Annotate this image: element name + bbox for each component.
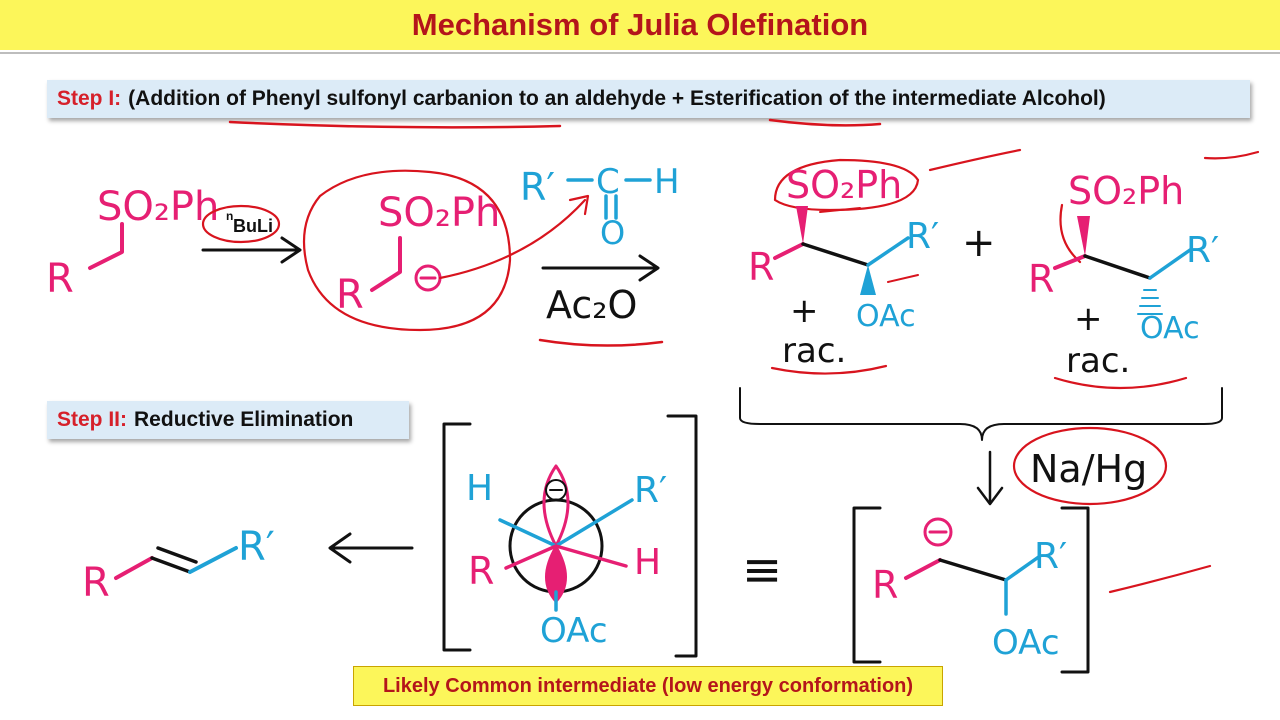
check-mark xyxy=(1108,564,1212,594)
acetate-product-1: SO₂Ph R R′ OAc + rac. xyxy=(748,148,1022,375)
carbanion-intermediate: R SO₂Ph xyxy=(302,169,590,332)
buli-label: BuLi xyxy=(233,216,273,236)
buli-reagent: n BuLi xyxy=(201,204,281,244)
step-2-banner: Step II: Reductive Elimination xyxy=(47,401,409,439)
r-group-label: R xyxy=(468,549,494,593)
r-prime-label: R′ xyxy=(1034,536,1067,577)
acetate-label: OAc xyxy=(1140,311,1200,346)
step-1-banner: Step I: (Addition of Phenyl sulfonyl car… xyxy=(47,80,1250,118)
carbonyl-carbon-label: C xyxy=(596,162,620,202)
hydrogen-label: H xyxy=(466,468,493,509)
r-group-label: R xyxy=(748,245,774,289)
step-1-label: Step I: xyxy=(57,87,122,110)
alpha-acetoxy-carbanion: R R′ OAc xyxy=(852,506,1090,674)
na-hg-label: Na/Hg xyxy=(1030,447,1147,491)
ac2o-step: Ac₂O xyxy=(538,254,664,347)
buli-superscript: n xyxy=(226,209,233,223)
r-group-label: R xyxy=(872,563,898,607)
acetate-label: OAc xyxy=(856,299,916,334)
intermediate-note: Likely Common intermediate (low energy c… xyxy=(353,666,943,706)
r-group-label: R xyxy=(336,272,364,318)
sulfonyl-label: SO₂Ph xyxy=(378,190,500,236)
newman-projection: H R′ R H OAc xyxy=(442,414,698,658)
oxygen-label: O xyxy=(600,214,625,252)
r-group-label: R xyxy=(46,256,74,302)
r-prime-label: R′ xyxy=(238,524,275,570)
plus-sign: + xyxy=(962,220,996,266)
arrow-head xyxy=(328,532,352,564)
r-prime-label: R′ xyxy=(520,165,555,209)
underline-mark xyxy=(228,120,562,129)
aldehyde: R′ C H O xyxy=(520,162,680,252)
title-bar: Mechanism of Julia Olefination xyxy=(0,0,1280,50)
acetic-anhydride-label: Ac₂O xyxy=(546,283,637,327)
acetate-product-2: SO₂Ph R R′ OAc + rac. xyxy=(1028,150,1260,390)
page-title: Mechanism of Julia Olefination xyxy=(411,7,869,42)
arrow-head xyxy=(976,486,1004,506)
r-prime-label: R′ xyxy=(1186,230,1219,271)
acetate-label: OAc xyxy=(992,623,1060,663)
step-2-label: Step II: xyxy=(57,408,128,431)
sodium-amalgam-reagent: Na/Hg xyxy=(1012,426,1168,506)
arrow-head xyxy=(280,236,302,264)
equivalence-sign: ≡ xyxy=(742,542,782,598)
racemic-label: rac. xyxy=(1066,341,1130,381)
sulfonyl-label: SO₂Ph xyxy=(97,184,219,230)
hydrogen-label: H xyxy=(634,542,661,583)
hydrogen-label: H xyxy=(654,162,680,202)
reactant-sulfone: R SO₂Ph xyxy=(46,184,219,302)
step-1-description: (Addition of Phenyl sulfonyl carbanion t… xyxy=(128,87,1106,110)
sulfonyl-label: SO₂Ph xyxy=(786,163,902,207)
plus-sign: + xyxy=(1074,299,1103,339)
r-prime-label: R′ xyxy=(906,216,939,257)
step-2-description: Reductive Elimination xyxy=(134,408,354,431)
sulfonyl-label: SO₂Ph xyxy=(1068,169,1184,213)
r-group-label: R xyxy=(1028,257,1054,301)
plus-sign: + xyxy=(790,291,819,331)
title-divider xyxy=(0,52,1280,54)
alkene-product: R R′ xyxy=(82,524,275,606)
r-group-label: R xyxy=(82,560,110,606)
underline-mark xyxy=(768,118,882,127)
acetate-label: OAc xyxy=(540,611,608,651)
grouping-brace xyxy=(739,387,1223,441)
racemic-label: rac. xyxy=(782,331,846,371)
r-prime-label: R′ xyxy=(634,470,667,511)
